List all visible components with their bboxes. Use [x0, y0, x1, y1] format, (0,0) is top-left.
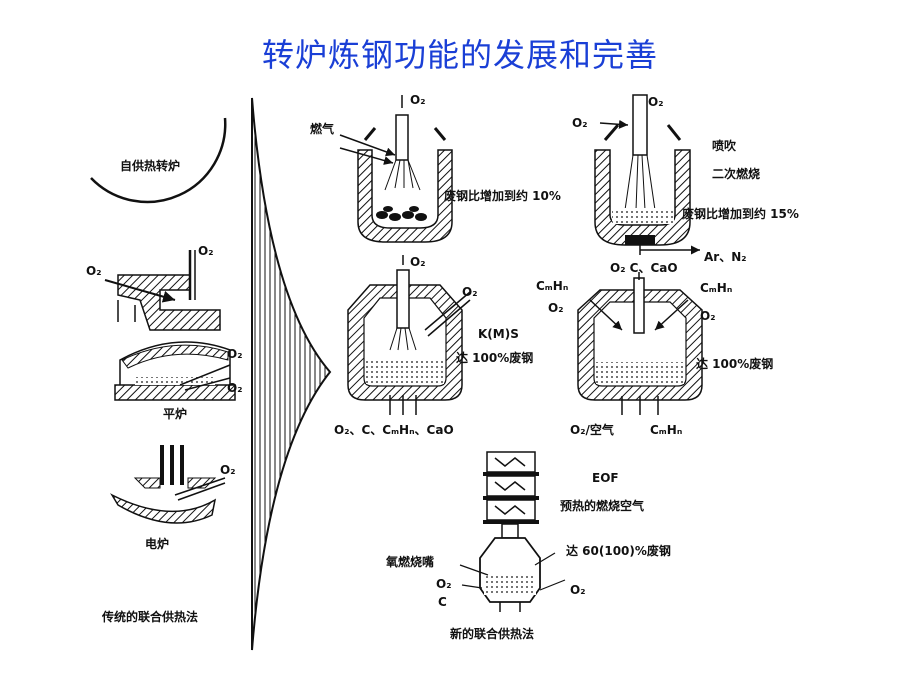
- eof-c-left: C: [438, 595, 447, 609]
- mid-left-o2-top: O₂: [410, 255, 425, 269]
- mid-right-top-feed: O₂ C、CaO: [610, 261, 678, 275]
- mid-right-o2-left: O₂: [548, 301, 563, 315]
- top-left-o2: O₂: [410, 93, 425, 107]
- mid-right-o2-right: O₂: [700, 309, 715, 323]
- self-heat-converter-icon: [90, 117, 227, 204]
- self-heat-converter-label: 自供热转炉: [120, 158, 180, 173]
- converter-top-left-icon: [339, 95, 453, 243]
- converter-mid-right-icon: [577, 272, 703, 415]
- slide-title: 转炉炼钢功能的发展和完善: [261, 36, 658, 74]
- electric-furnace-icon: [110, 445, 226, 524]
- eof-preheat-air: 预热的燃烧空气: [560, 498, 644, 513]
- flat-furnace-label: 平炉: [163, 406, 187, 421]
- converter-mid-left-icon: [347, 255, 471, 415]
- top-right-scrap: 废钢比增加到约 15%: [682, 206, 799, 221]
- electric-furnace-o2: O₂: [220, 463, 235, 477]
- vessel-1-o2-left: O₂: [86, 264, 101, 278]
- eof-burner: 氧燃烧嘴: [385, 554, 434, 569]
- eof-o2-left: O₂: [436, 577, 451, 591]
- electric-furnace-label: 电炉: [145, 536, 169, 551]
- mid-right-cmhn-left: CₘHₙ: [536, 279, 568, 293]
- top-right-o2-side: O₂: [572, 116, 587, 130]
- mid-right-scrap: 达 100%废钢: [696, 356, 773, 371]
- mid-left-process: K(M)S: [478, 327, 519, 341]
- top-right-spray: 喷吹: [712, 138, 737, 153]
- top-left-scrap: 废钢比增加到约 10%: [444, 188, 561, 203]
- flat-furnace-icon: [114, 341, 236, 401]
- top-left-fuel-gas: 燃气: [310, 121, 334, 136]
- top-right-bottom-gas: Ar、N₂: [704, 250, 747, 264]
- mid-left-scrap: 达 100%废钢: [456, 350, 533, 365]
- eof-o2-right: O₂: [570, 583, 585, 597]
- traditional-caption: 传统的联合供热法: [101, 609, 198, 624]
- mid-right-bottom-right: CₘHₙ: [650, 423, 682, 437]
- converter-top-right-icon: [594, 94, 700, 255]
- flat-furnace-o2-bottom: O₂: [227, 381, 242, 395]
- mid-left-o2-side: O₂: [462, 285, 477, 299]
- mid-right-cmhn-right: CₘHₙ: [700, 281, 732, 295]
- top-right-post-combustion: 二次燃烧: [712, 166, 760, 181]
- eof-furnace-icon: [459, 451, 566, 612]
- vessel-1-o2-top: O₂: [198, 244, 213, 258]
- vessel-1-icon: [104, 250, 221, 331]
- top-right-o2-top: O₂: [648, 95, 663, 109]
- flat-furnace-o2-top: O₂: [227, 347, 242, 361]
- mid-left-bottom: O₂、C、CₘHₙ、CaO: [334, 423, 454, 437]
- development-funnel-icon: [251, 97, 332, 651]
- new-method-caption: 新的联合供热法: [450, 626, 534, 641]
- eof-scrap: 达 60(100)%废钢: [566, 543, 671, 558]
- eof-name: EOF: [592, 471, 619, 485]
- mid-right-bottom-left: O₂/空气: [570, 422, 614, 437]
